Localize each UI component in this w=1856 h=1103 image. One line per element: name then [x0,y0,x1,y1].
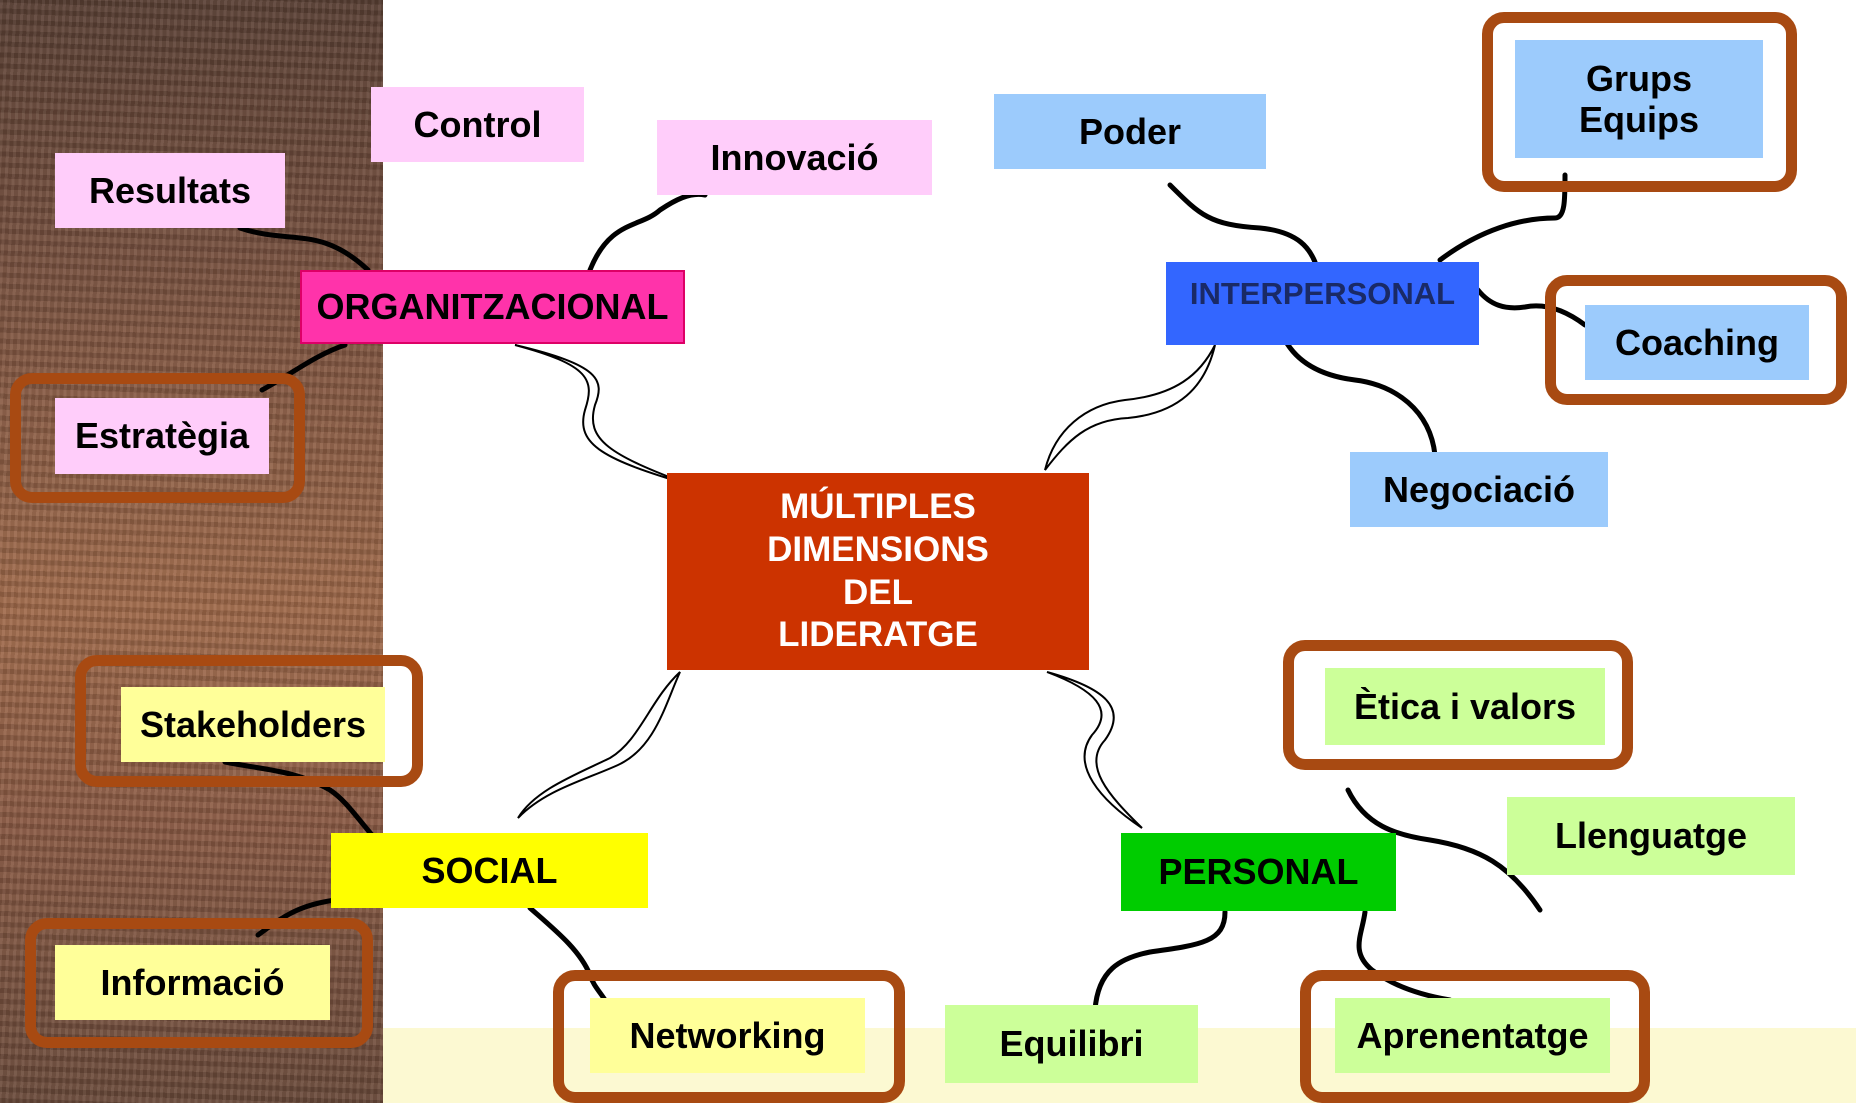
link-etica [1345,787,1543,913]
branch-to-interpersonal [1044,344,1216,471]
leaf-equilibri: Equilibri [945,1005,1198,1083]
link-resultats [237,225,371,273]
leaf-llenguatge: Llenguatge [1507,797,1795,875]
highlight-frame-etica [1283,640,1633,770]
leaf-stakeholders: Stakeholders [121,687,385,762]
leaf-etica: Ètica i valors [1325,668,1605,745]
link-coaching [1475,287,1588,328]
leaf-aprenentatge: Aprenentatge [1335,998,1610,1073]
category-social: SOCIAL [331,833,648,908]
leaf-coaching: Coaching [1585,305,1809,380]
branch-to-social [517,671,681,819]
leaf-innovacio: Innovació [657,120,932,195]
link-negociacio [1282,337,1438,458]
highlight-frame-grups-equips [1482,12,1797,192]
category-interpersonal: INTERPERSONAL [1166,262,1479,345]
link-equilibri [1092,909,1228,1013]
highlight-frame-coaching [1545,275,1847,405]
highlight-frame-stakeholders [75,655,423,787]
link-informacio [255,897,338,938]
link-estrategia [259,342,348,393]
leaf-links [222,172,1588,1013]
link-innovacio [587,191,708,273]
highlight-frame-networking [553,970,905,1103]
leaf-negociacio: Negociació [1350,452,1608,527]
leaf-estrategia: Estratègia [55,398,269,474]
branch-to-personal [1046,671,1143,829]
leaf-poder: Poder [994,94,1266,169]
link-poder [1167,182,1318,265]
central-topic: MÚLTIPLES DIMENSIONS DEL LIDERATGE [667,473,1089,670]
category-organizational: ORGANITZACIONAL [300,270,685,344]
highlight-frame-informacio [25,918,373,1048]
leaf-networking: Networking [590,998,865,1073]
category-personal: PERSONAL [1121,833,1396,911]
leaf-informacio: Informació [55,945,330,1020]
link-grups-equips [1437,172,1568,263]
branch-to-organizational [514,344,691,486]
leaf-grups-equips: Grups Equips [1515,40,1763,158]
link-stakeholders [222,759,375,838]
leaf-resultats: Resultats [55,153,285,228]
leaf-control: Control [371,87,584,162]
highlight-frame-aprenentatge [1300,970,1650,1103]
highlight-frame-estrategia [10,373,305,503]
